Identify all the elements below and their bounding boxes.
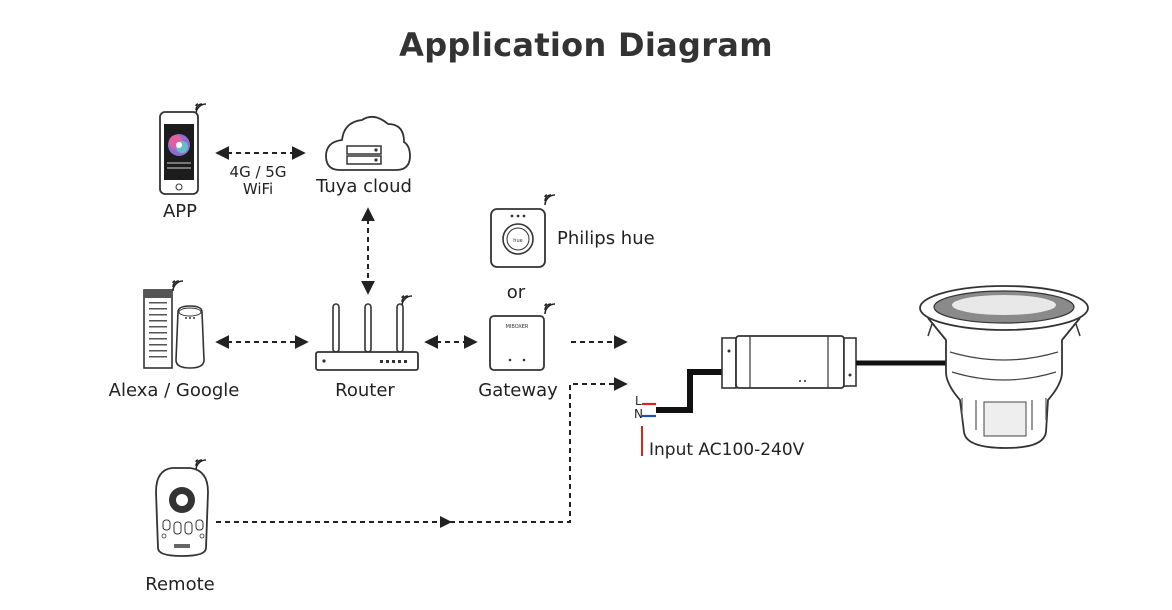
philips-hue-label: Philips hue <box>557 228 655 249</box>
downlight-icon <box>919 285 1089 449</box>
wifi-icon <box>401 295 413 307</box>
router-icon <box>315 303 419 371</box>
cloud-icon <box>325 115 411 171</box>
link-remote-driver <box>216 377 628 523</box>
smartphone-icon <box>159 111 199 195</box>
app-cloud-link-label: 4G / 5G WiFi <box>222 164 294 198</box>
wifi-icon <box>195 103 207 115</box>
or-label: or <box>506 282 526 303</box>
remote-mid-arrow <box>440 516 452 528</box>
wifi-icon <box>195 459 207 471</box>
cloud-label: Tuya cloud <box>316 176 412 197</box>
led-driver-icon <box>721 335 946 389</box>
router-label: Router <box>335 380 395 401</box>
philips-hue-bridge-icon: hue <box>490 208 546 268</box>
smart-speaker-icon <box>143 289 205 369</box>
remote-label: Remote <box>145 574 215 595</box>
wifi-icon <box>544 194 556 206</box>
wifi-icon <box>544 303 556 315</box>
live-wire-label: L <box>635 394 642 408</box>
remote-control-icon <box>155 467 209 557</box>
app-label: APP <box>162 201 198 222</box>
input-wires <box>641 369 724 456</box>
app-cloud-link-line2: WiFi <box>242 180 274 198</box>
wifi-icon <box>172 280 184 292</box>
gateway-label: Gateway <box>478 380 558 401</box>
alexa-google-label: Alexa / Google <box>108 380 240 401</box>
gateway-brand-text: MIBOXER <box>506 324 529 330</box>
app-cloud-link-line1: 4G / 5G <box>229 163 287 181</box>
input-voltage-label: Input AC100-240V <box>649 440 805 460</box>
svg-text:hue: hue <box>513 238 522 244</box>
neutral-wire-label: N <box>634 407 643 421</box>
page-title: Application Diagram <box>399 26 773 64</box>
gateway-icon: MIBOXER <box>489 315 545 371</box>
